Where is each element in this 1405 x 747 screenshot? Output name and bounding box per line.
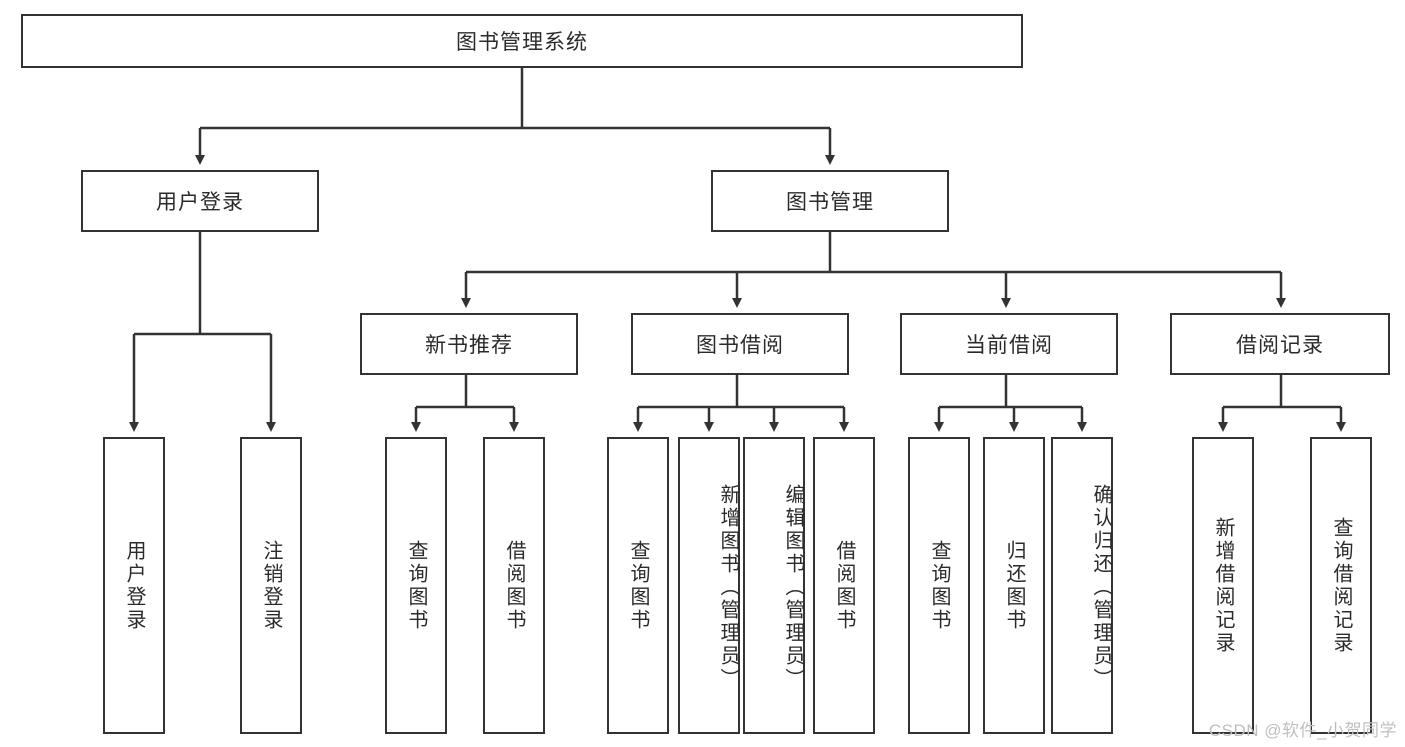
- node-label: 编辑图书（管理员）: [782, 484, 804, 691]
- borrow-record-to-leaves-connectors: [1218, 375, 1346, 432]
- csdn-watermark: CSDN @软件_小贺同学: [1208, 721, 1397, 740]
- node-label: 新增借阅记录: [1212, 516, 1234, 655]
- node-user-login[interactable]: 用户登录: [81, 170, 319, 232]
- node-label: 借阅图书: [503, 539, 525, 632]
- node-book-borrow[interactable]: 图书借阅: [631, 313, 849, 375]
- node-label: 归还图书: [1003, 539, 1025, 632]
- node-leaf-user-login[interactable]: 用户登录: [103, 437, 165, 734]
- node-label: 当前借阅: [965, 334, 1053, 357]
- node-label: 查询借阅记录: [1330, 516, 1352, 655]
- node-label: 图书借阅: [696, 334, 784, 357]
- node-label: 查询图书: [627, 539, 649, 632]
- node-leaf-query-borrow-record[interactable]: 查询借阅记录: [1310, 437, 1372, 734]
- new-book-recommend-to-leaves-connectors: [411, 375, 519, 432]
- node-new-book-recommend[interactable]: 新书推荐: [360, 313, 578, 375]
- node-label: 用户登录: [123, 539, 145, 632]
- node-label: 借阅记录: [1236, 334, 1324, 357]
- current-borrow-to-leaves-connectors: [934, 375, 1087, 432]
- node-leaf-query-book-borrow[interactable]: 查询图书: [607, 437, 669, 734]
- node-leaf-borrow-book-recommend[interactable]: 借阅图书: [483, 437, 545, 734]
- node-label: 用户登录: [156, 191, 244, 214]
- node-leaf-edit-book-admin[interactable]: 编辑图书（管理员）: [743, 437, 805, 734]
- node-current-borrow[interactable]: 当前借阅: [900, 313, 1118, 375]
- node-label: 查询图书: [928, 539, 950, 632]
- node-label: 确认归还（管理员）: [1090, 484, 1112, 691]
- node-leaf-borrow-book[interactable]: 借阅图书: [813, 437, 875, 734]
- node-leaf-add-book-admin[interactable]: 新增图书（管理员）: [678, 437, 740, 734]
- node-label: 新书推荐: [425, 334, 513, 357]
- node-borrow-record[interactable]: 借阅记录: [1170, 313, 1390, 375]
- book-borrow-to-leaves-connectors: [633, 375, 849, 432]
- node-label: 新增图书（管理员）: [717, 484, 739, 691]
- node-leaf-logout[interactable]: 注销登录: [240, 437, 302, 734]
- root-to-level2-connectors: [195, 68, 835, 165]
- node-label: 借阅图书: [833, 539, 855, 632]
- node-leaf-return-book[interactable]: 归还图书: [983, 437, 1045, 734]
- node-leaf-add-borrow-record[interactable]: 新增借阅记录: [1192, 437, 1254, 734]
- node-label: 图书管理系统: [456, 31, 588, 54]
- book-management-to-level3-connectors: [461, 232, 1286, 308]
- node-book-management[interactable]: 图书管理: [711, 170, 949, 232]
- node-label: 查询图书: [405, 539, 427, 632]
- node-leaf-query-book-recommend[interactable]: 查询图书: [385, 437, 447, 734]
- user-login-to-leaves-connectors: [129, 232, 276, 432]
- node-book-management-system[interactable]: 图书管理系统: [21, 14, 1023, 68]
- node-label: 注销登录: [260, 539, 282, 632]
- node-leaf-query-book-current[interactable]: 查询图书: [908, 437, 970, 734]
- node-label: 图书管理: [786, 191, 874, 214]
- node-leaf-confirm-return-admin[interactable]: 确认归还（管理员）: [1051, 437, 1113, 734]
